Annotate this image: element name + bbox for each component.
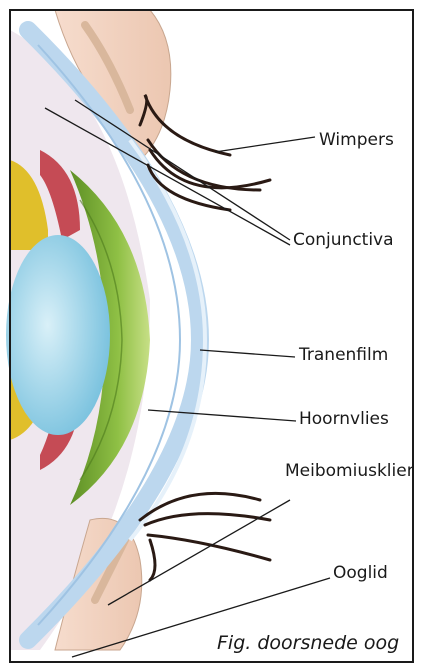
label-wimpers: Wimpers (319, 132, 394, 149)
label-conjunctiva: Conjunctiva (293, 232, 394, 249)
lower-lashes (140, 493, 270, 580)
label-hoornvlies: Hoornvlies (299, 411, 389, 428)
label-meibomiusklier: Meibomiusklier (285, 463, 414, 480)
label-tranenfilm: Tranenfilm (299, 347, 388, 364)
label-ooglid: Ooglid (333, 565, 388, 582)
lens (6, 235, 110, 435)
figure-caption: Fig. doorsnede oog (217, 632, 399, 654)
